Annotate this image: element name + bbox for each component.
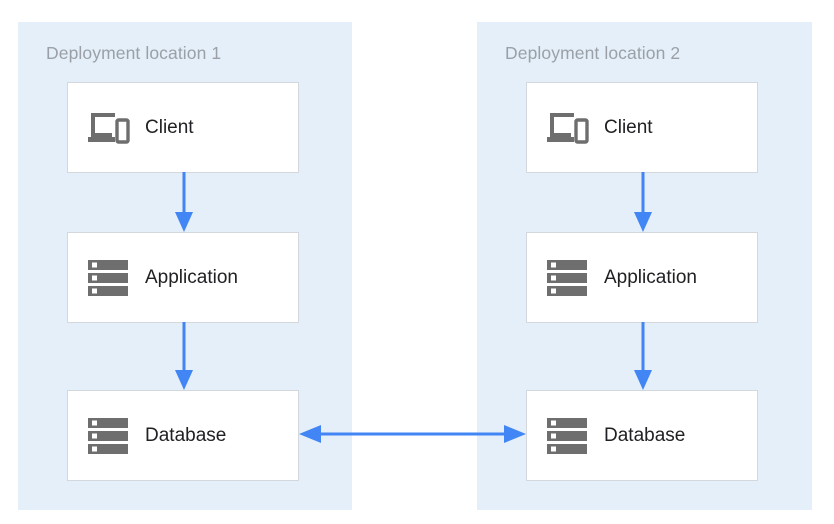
arrow-application-1-to-database-1	[172, 322, 196, 391]
node-client-1-label: Client	[145, 116, 194, 138]
deployment-zone-2-label: Deployment location 2	[505, 43, 681, 63]
server-rack-icon	[85, 255, 131, 301]
node-database-2-label: Database	[604, 424, 686, 446]
node-application-2[interactable]: Application	[526, 232, 758, 323]
arrow-client-2-to-application-2	[631, 172, 655, 233]
server-rack-icon	[85, 413, 131, 459]
node-database-2[interactable]: Database	[526, 390, 758, 481]
arrow-database-1-to-database-2	[299, 423, 526, 445]
node-database-1[interactable]: Database	[67, 390, 299, 481]
node-client-2[interactable]: Client	[526, 82, 758, 173]
node-database-1-label: Database	[145, 424, 227, 446]
devices-icon	[544, 105, 590, 151]
arrow-client-1-to-application-1	[172, 172, 196, 233]
node-client-1[interactable]: Client	[67, 82, 299, 173]
node-application-1-label: Application	[145, 266, 238, 288]
arrow-application-2-to-database-2	[631, 322, 655, 391]
devices-icon	[85, 105, 131, 151]
node-client-2-label: Client	[604, 116, 653, 138]
deployment-zone-1-label: Deployment location 1	[46, 43, 222, 63]
server-rack-icon	[544, 413, 590, 459]
server-rack-icon	[544, 255, 590, 301]
node-application-1[interactable]: Application	[67, 232, 299, 323]
node-application-2-label: Application	[604, 266, 697, 288]
